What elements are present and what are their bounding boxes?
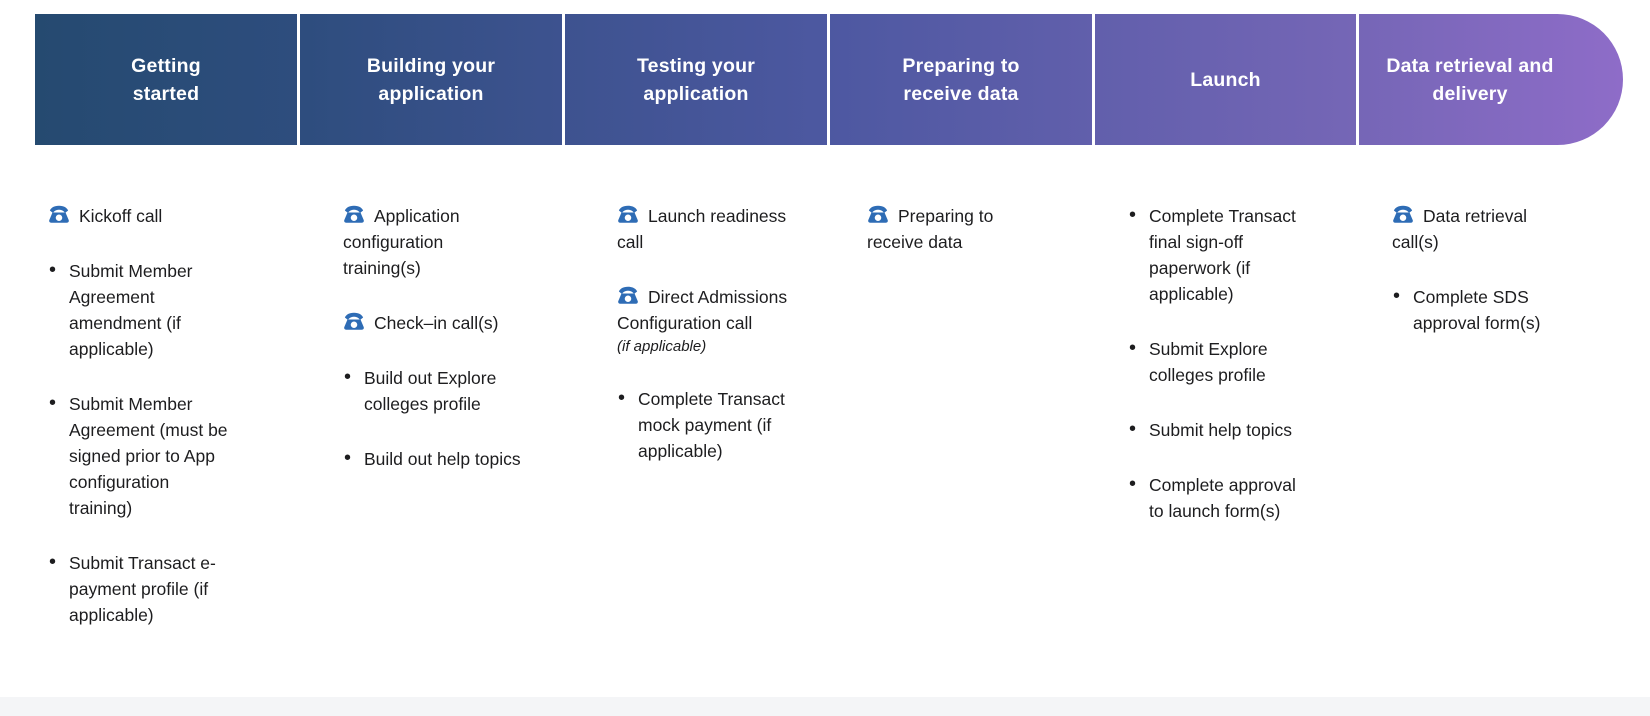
stage-header-1: Getting started [35,14,297,145]
stage-header-3: Testing your application [562,14,827,145]
bullet-dot [1129,202,1136,228]
stage-label: Preparing to receive data [902,52,1019,108]
item-text: Submit help topics [1149,420,1292,440]
stage-label-line: Getting [131,54,201,77]
task-item: Submit Explore colleges profile [1128,336,1311,388]
call-item: Data retrieval call(s) [1392,203,1560,255]
stage-label-line: Testing your [637,54,755,77]
stage-label-line: Preparing to [902,54,1020,77]
stage-column-5: Complete Transact final sign-off paperwo… [1092,203,1356,553]
task-item: Build out Explore colleges profile [343,365,522,417]
stage-label-line: Data retrieval and [1386,54,1554,77]
item-text: Build out help topics [364,449,521,469]
bullet-dot [49,390,56,416]
item-text: Direct Admissions Configuration call [617,287,788,333]
phone-icon [867,205,889,224]
stage-column-6: Data retrieval call(s) Complete SDS appro… [1356,203,1623,365]
item-text: Complete approval to launch form(s) [1149,475,1296,521]
stage-label-line: Building your [366,54,496,77]
task-item: Submit Member Agreement amendment (if ap… [48,258,237,362]
phone-icon [617,286,639,305]
task-item: Complete Transact mock payment (if appli… [617,386,810,464]
phone-icon [343,312,365,331]
item-text: Complete Transact final sign-off paperwo… [1149,206,1296,304]
item-text: Data retrieval call(s) [1392,206,1528,252]
stage-header-4: Preparing to receive data [827,14,1092,145]
item-text: Launch readiness call [617,206,787,252]
call-item: Direct Admissions Configuration call (if … [617,284,789,357]
item-text: Submit Member Agreement amendment (if ap… [69,261,193,359]
item-text: Kickoff call [79,206,163,226]
stage-label-line: delivery [1432,82,1508,105]
bullet-dot [344,445,351,471]
phone-icon [617,205,639,224]
stage-label-line: application [643,82,749,105]
stage-column-4: Preparing to receive data [827,203,1092,284]
bullet-dot [49,549,56,575]
bullet-dot [1129,471,1136,497]
bottom-strip [0,697,1650,716]
bullet-dot [1393,283,1400,309]
stage-column-1: Kickoff callSubmit Member Agreement amen… [35,203,297,657]
item-text: Preparing to receive data [867,206,994,252]
task-item: Submit Member Agreement (must be signed … [48,391,237,521]
stage-label-line: Launch [1190,68,1261,91]
task-item: Complete approval to launch form(s) [1128,472,1311,524]
task-item: Complete SDS approval form(s) [1392,284,1581,336]
task-item: Build out help topics [343,446,522,472]
bullet-dot [344,364,351,390]
phone-icon [1392,205,1414,224]
stage-label-line: receive data [903,82,1019,105]
stage-label-line: started [132,82,200,105]
stage-label: Getting started [131,52,201,108]
item-text: Complete SDS approval form(s) [1413,287,1541,333]
item-text: Submit Transact e-payment profile (if ap… [69,553,216,625]
item-text: Submit Member Agreement (must be signed … [69,394,228,518]
bullet-dot [1129,416,1136,442]
call-item: Application configuration training(s) [343,203,501,281]
stage-label: Launch [1190,66,1261,94]
call-item: Check–in call(s) [343,310,501,336]
item-text: Application configuration training(s) [343,206,460,278]
stage-label-line: application [378,82,484,105]
bullet-dot [618,385,625,411]
item-text: Complete Transact mock payment (if appli… [638,389,785,461]
phone-icon [48,205,70,224]
item-text: Submit Explore colleges profile [1149,339,1268,385]
task-item: Submit help topics [1128,417,1311,443]
task-item: Submit Transact e-payment profile (if ap… [48,550,237,628]
bullet-dot [1129,335,1136,361]
stage-column-2: Application configuration training(s) Ch… [297,203,562,501]
call-item: Launch readiness call [617,203,789,255]
stage-label: Building your application [367,52,495,108]
call-item: Kickoff call [48,203,216,229]
call-item: Preparing to receive data [867,203,1043,255]
stage-header-2: Building your application [297,14,562,145]
item-text: Build out Explore colleges profile [364,368,497,414]
item-text: Check–in call(s) [374,313,499,333]
bullet-dot [49,257,56,283]
task-item: Complete Transact final sign-off paperwo… [1128,203,1311,307]
stage-header-6: Data retrieval and delivery [1356,14,1623,145]
stage-label: Testing your application [637,52,755,108]
stage-columns: Kickoff callSubmit Member Agreement amen… [35,203,1623,657]
stage-column-3: Launch readiness call Direct Admissions … [562,203,827,493]
phone-icon [343,205,365,224]
stage-label: Data retrieval and delivery [1386,52,1553,108]
stage-header-5: Launch [1092,14,1356,145]
item-note: (if applicable) [617,338,707,355]
